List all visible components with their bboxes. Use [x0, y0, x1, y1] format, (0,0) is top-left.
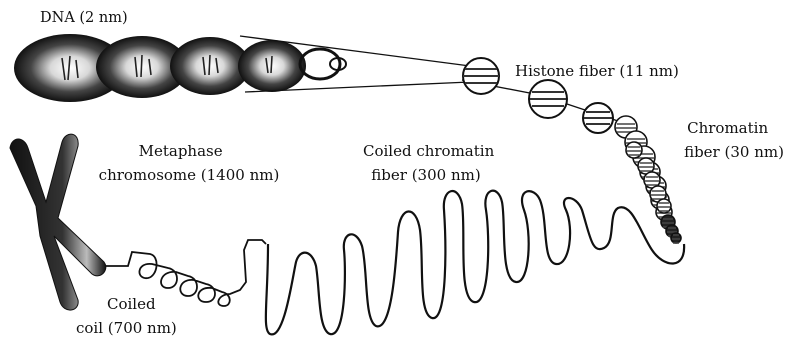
- label-dna: DNA (2 nm): [40, 10, 128, 26]
- histone-bead: [463, 58, 499, 94]
- histone-bead: [583, 103, 613, 133]
- dna-nucleosome-chain: [14, 34, 346, 102]
- label-coiled-coil: Coiled coil (700 nm): [76, 295, 177, 337]
- chromatin-bead: [657, 199, 671, 213]
- label-metaphase-chromosome: Metaphase chromosome (1400 nm): [99, 142, 280, 184]
- label-coiled-coil-line: Coiled: [107, 295, 156, 313]
- label-chromatin-line: Chromatin: [687, 119, 768, 137]
- label-coiled-coil-line: coil (700 nm): [76, 319, 177, 337]
- label-chromatin-fiber: Chromatin fiber (30 nm): [684, 119, 784, 161]
- label-chromatin-line: fiber (30 nm): [684, 143, 784, 161]
- chromatin-bead: [671, 233, 681, 243]
- label-histone-line: Histone fiber (11 nm): [515, 62, 679, 80]
- label-metaphase-line: Metaphase: [139, 142, 223, 160]
- label-coiled-chromatin-line: Coiled chromatin: [363, 142, 495, 160]
- label-histone-fiber: Histone fiber (11 nm): [515, 62, 679, 80]
- histone-bead: [529, 80, 567, 118]
- label-metaphase-line: chromosome (1400 nm): [99, 166, 280, 184]
- label-coiled-chromatin-line: fiber (300 nm): [371, 166, 480, 184]
- label-dna-line: DNA (2 nm): [40, 10, 128, 26]
- label-coiled-chromatin-fiber: Coiled chromatin fiber (300 nm): [363, 142, 499, 184]
- coiled-chromatin-loops: [266, 191, 684, 335]
- chromatin-bead: [626, 142, 642, 158]
- nucleosome-bead: [300, 49, 340, 79]
- chromatin-fiber: [615, 116, 681, 243]
- metaphase-chromosome: [10, 134, 106, 310]
